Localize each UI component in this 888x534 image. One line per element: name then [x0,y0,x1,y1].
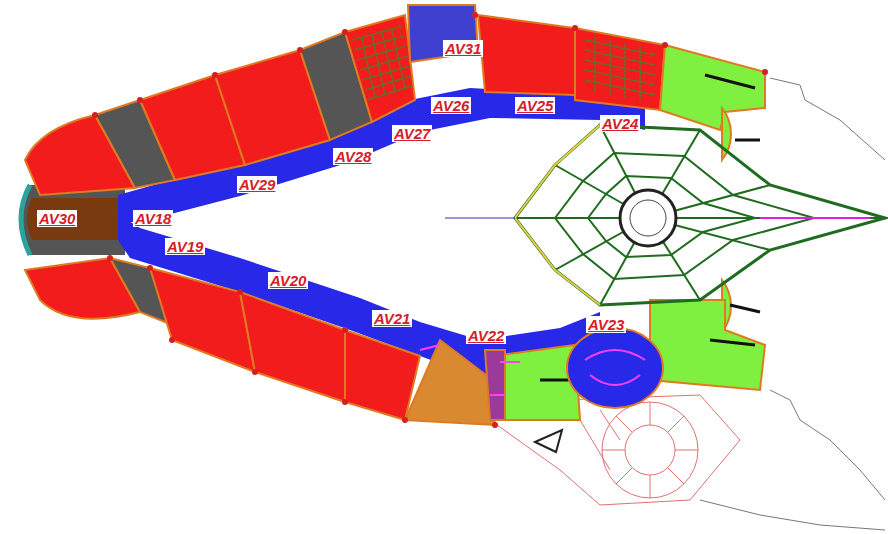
plan-shape [760,217,870,219]
plan-shape [770,390,885,500]
plan-shape [602,402,698,498]
plan-shape [405,340,495,425]
plan-shape [297,47,303,53]
plan-shape [342,327,348,333]
plan-shape [21,185,125,255]
plan-shape [700,500,885,530]
plan-shape [762,69,768,75]
plan-shape [515,125,885,305]
room-label: AV26 [431,97,471,114]
room-label: AV21 [372,310,412,327]
room-label: AV31 [443,40,483,57]
plan-shape [580,410,620,470]
plan-shape [420,345,520,395]
plan-shape [92,112,98,118]
plan-shape [585,350,645,385]
rooms-top [25,5,665,195]
plan-shape [445,218,515,219]
room-label: AV22 [466,327,506,344]
plan-shape [27,198,120,240]
plan-shape [572,25,578,31]
room-label: AV30 [37,210,77,227]
plan-shape [540,75,760,380]
room-label: AV23 [586,316,626,333]
room-label: AV28 [333,148,373,165]
plan-shape [575,28,665,110]
plan-shape [147,265,153,271]
plan-shape [472,12,478,18]
plan-shape [630,200,666,236]
plan-shape [342,29,348,35]
room-label: AV20 [268,272,308,289]
north-arrow [535,430,562,452]
roof-structure [445,125,885,305]
green-rooms [500,45,765,420]
plan-shape [345,15,415,122]
plan-shape [169,337,175,343]
rooms-bottom [25,258,663,425]
plan-shape [478,15,575,95]
plan-shape [342,399,348,405]
plan-shape [770,78,885,160]
plan-shape [150,268,255,372]
column-dots [92,12,768,428]
plan-shape [595,36,640,100]
plan-shape [567,328,663,408]
room-label: AV19 [165,238,205,255]
end-room [21,185,125,255]
plan-shape [352,26,412,100]
plan-shape [362,29,405,98]
plan-shape [237,289,243,295]
plan-shape [252,369,258,375]
plan-shape [620,190,676,246]
plan-shape [240,292,345,402]
plan-shape [588,176,755,257]
plan-shape [492,422,498,428]
plan-shape [602,402,698,498]
partition-lines [540,75,760,380]
room-label: AV25 [515,97,555,114]
plan-shape [625,425,675,475]
plan-shape [515,125,600,305]
plan-shape [402,417,408,423]
plan-shape [485,350,505,420]
plan-shape [345,330,420,420]
plan-shape [212,72,218,78]
stair-marks [420,345,645,395]
plan-shape [555,153,814,279]
plan-shape [662,42,668,48]
plan-shape [515,125,885,305]
room-label: AV24 [600,115,640,132]
room-label: AV18 [133,210,173,227]
room-label: AV29 [237,176,277,193]
seating-grid [352,26,655,100]
room-label: AV27 [392,125,432,142]
plan-shape [21,185,30,255]
plan-shape [137,97,143,103]
plan-shape [107,255,113,261]
site-outline [700,78,885,530]
